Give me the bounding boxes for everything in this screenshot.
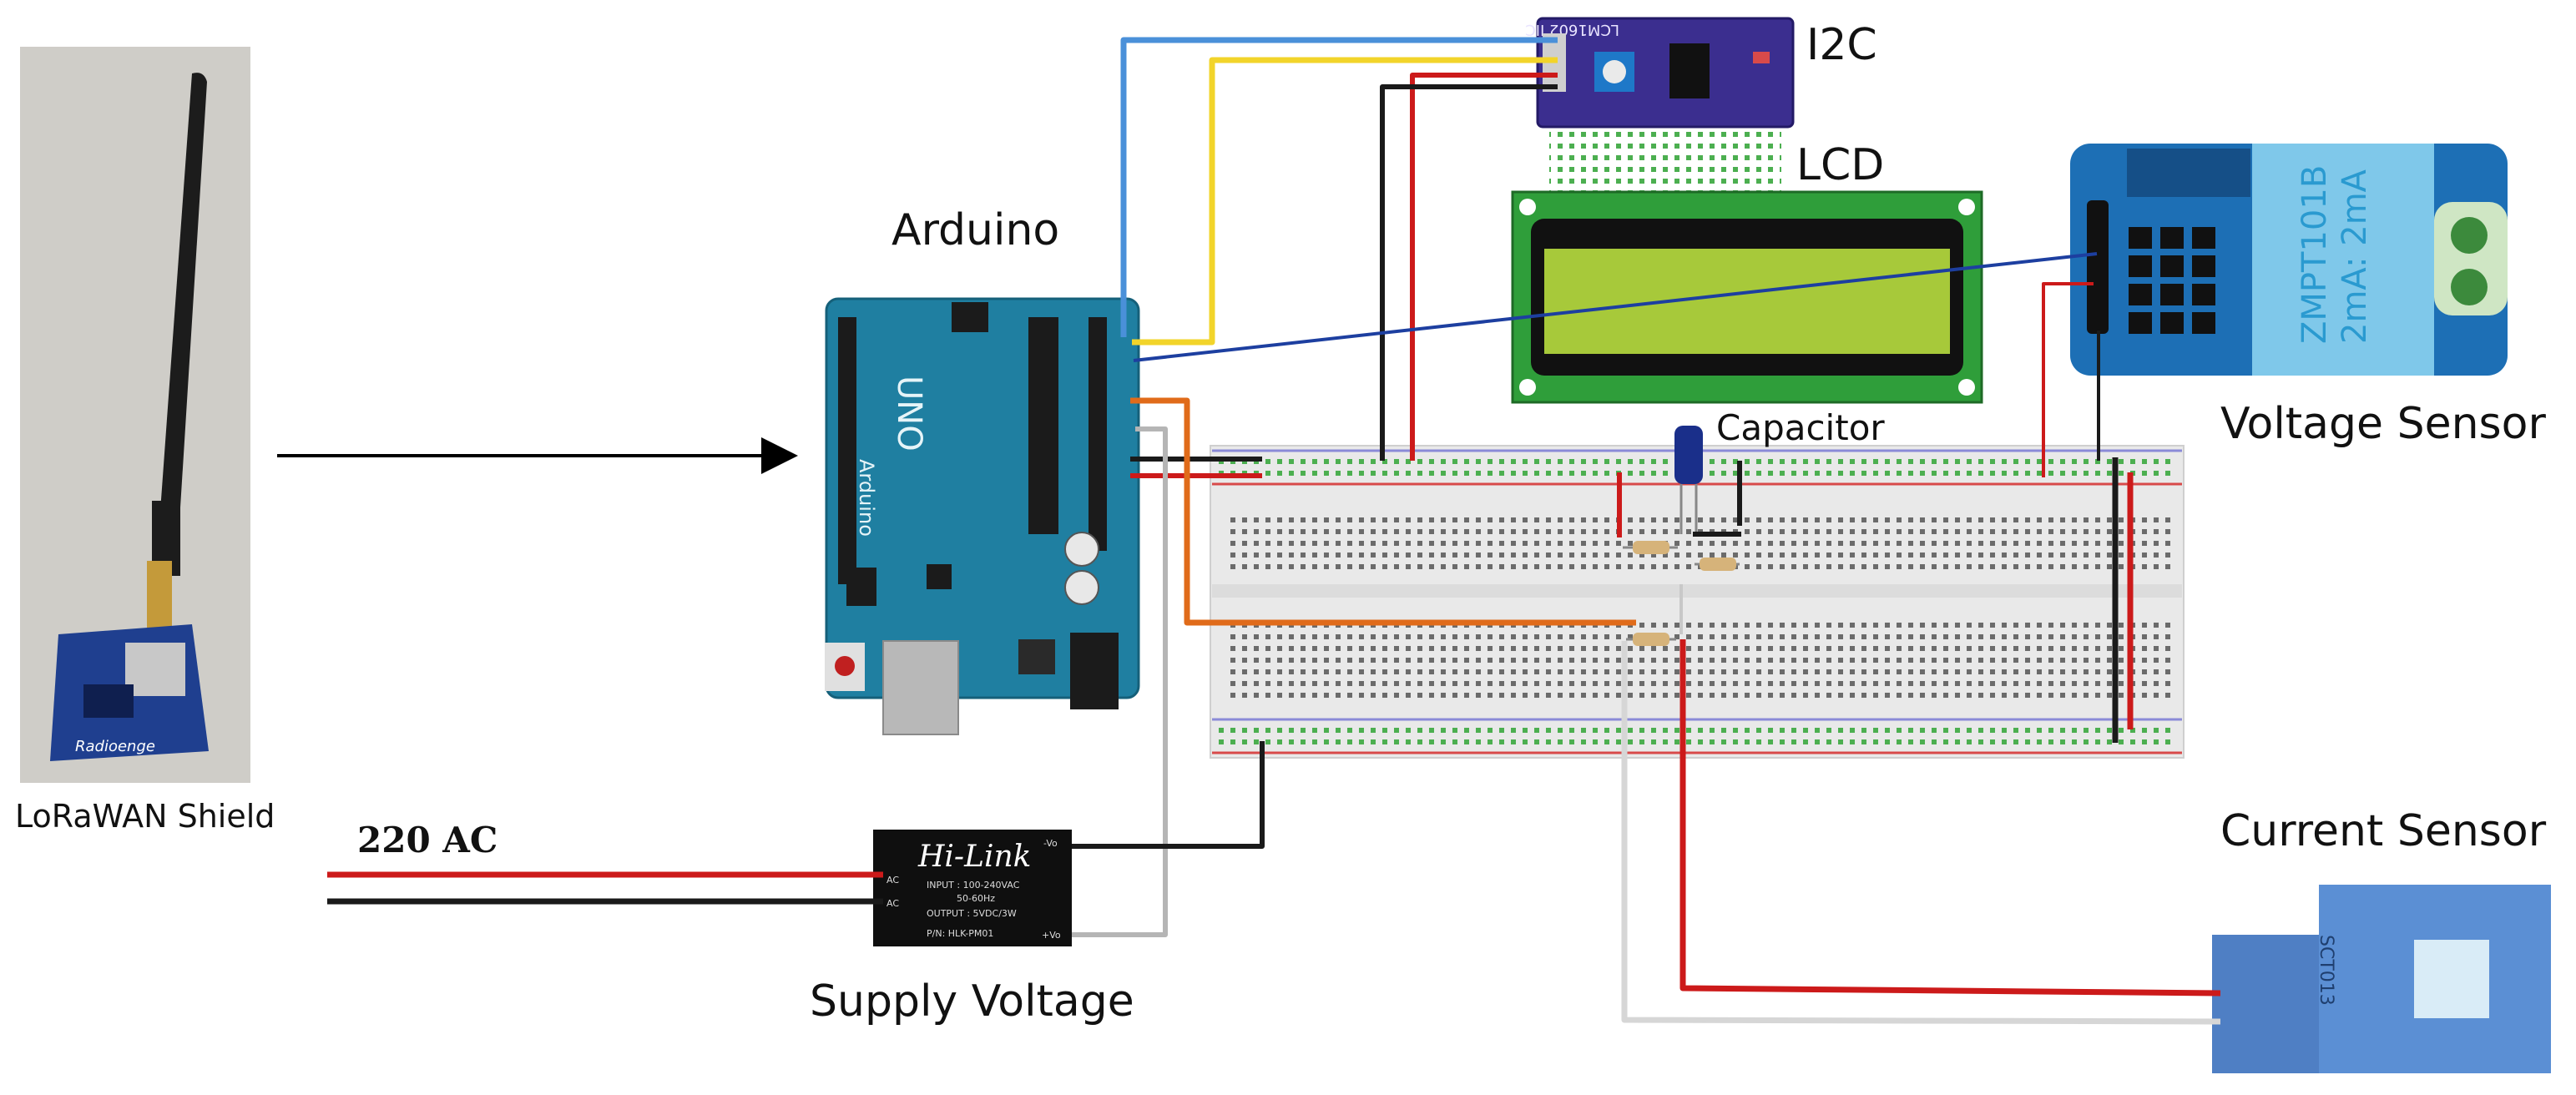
arrow-right-icon <box>277 437 798 474</box>
arduino-label: Arduino <box>891 205 1060 255</box>
wire-red-i2c-vcc <box>1410 73 1558 461</box>
capacitor <box>1674 426 1703 534</box>
hilink-pin-vpos: +Vo <box>1042 930 1061 941</box>
i2c-chip-label: LCM1602 IIC <box>1525 21 1619 38</box>
wire-red-current <box>1679 639 2221 997</box>
hilink-input-text: INPUT : 100-240VAC <box>927 880 1020 891</box>
zmpt101b-rating-text: 2mA: 2mA <box>2336 169 2374 344</box>
ac-input-label: 220 AC <box>357 820 498 860</box>
wire-blue-voltage-signal <box>1133 252 2098 362</box>
arduino-uno-logo: UNO <box>890 376 928 452</box>
resistor-3 <box>1626 633 1676 646</box>
hilink-pn-text: P/N: HLK-PM01 <box>927 928 993 939</box>
resistor-1 <box>1623 541 1678 554</box>
wire-orange-analog <box>1130 397 1636 626</box>
hilink-brand-text: Hi-Link <box>917 840 1032 874</box>
wires <box>327 37 2221 1025</box>
hilink-power-supply: Hi-Link INPUT : 100-240VAC 50-60Hz OUTPU… <box>873 830 1072 946</box>
arduino-brand-text: Arduino <box>855 459 878 537</box>
i2c-label: I2C <box>1806 20 1877 70</box>
lorawan-shield-photo: Radioenge <box>20 47 250 783</box>
lcd-label: LCD <box>1796 140 1885 190</box>
hilink-pin-ac-1: AC <box>886 875 899 886</box>
current-sensor-module: SCT013 <box>2212 885 2551 1073</box>
zmpt101b-model-text: ZMPT101B <box>2296 165 2334 344</box>
wire-gray-supply <box>1072 426 1168 937</box>
lcd-display <box>1511 127 1983 404</box>
wire-yellow-scl <box>1132 57 1558 346</box>
hilink-freq-text: 50-60Hz <box>957 893 995 904</box>
hilink-output-text: OUTPUT : 5VDC/3W <box>927 908 1017 919</box>
lorawan-shield-label: LoRaWAN Shield <box>15 798 275 835</box>
i2c-module: LCM1602 IIC <box>1525 17 1795 129</box>
supply-voltage-label: Supply Voltage <box>810 976 1134 1027</box>
wire-white-current <box>1621 641 2221 1025</box>
wire-red-voltage-vcc <box>2042 282 2094 477</box>
wire-black-hilink-gnd <box>1072 741 1265 849</box>
arduino-uno-board: UNO Arduino <box>825 297 1140 735</box>
resistor-2 <box>1695 558 1740 571</box>
voltage-sensor-label: Voltage Sensor <box>2220 399 2546 449</box>
hilink-pin-vneg: -Vo <box>1043 838 1058 849</box>
wire-blue-sda <box>1120 37 1558 337</box>
current-sensor-label: Current Sensor <box>2220 806 2547 856</box>
sct013-model-text: SCT013 <box>2316 935 2336 1006</box>
wire-black-i2c-gnd <box>1380 84 1558 461</box>
capacitor-label: Capacitor <box>1716 407 1885 448</box>
hilink-pin-ac-2: AC <box>886 898 899 909</box>
voltage-sensor-module: ZMPT101B 2mA: 2mA <box>2070 144 2508 376</box>
lorawan-brand-text: Radioenge <box>75 738 155 755</box>
